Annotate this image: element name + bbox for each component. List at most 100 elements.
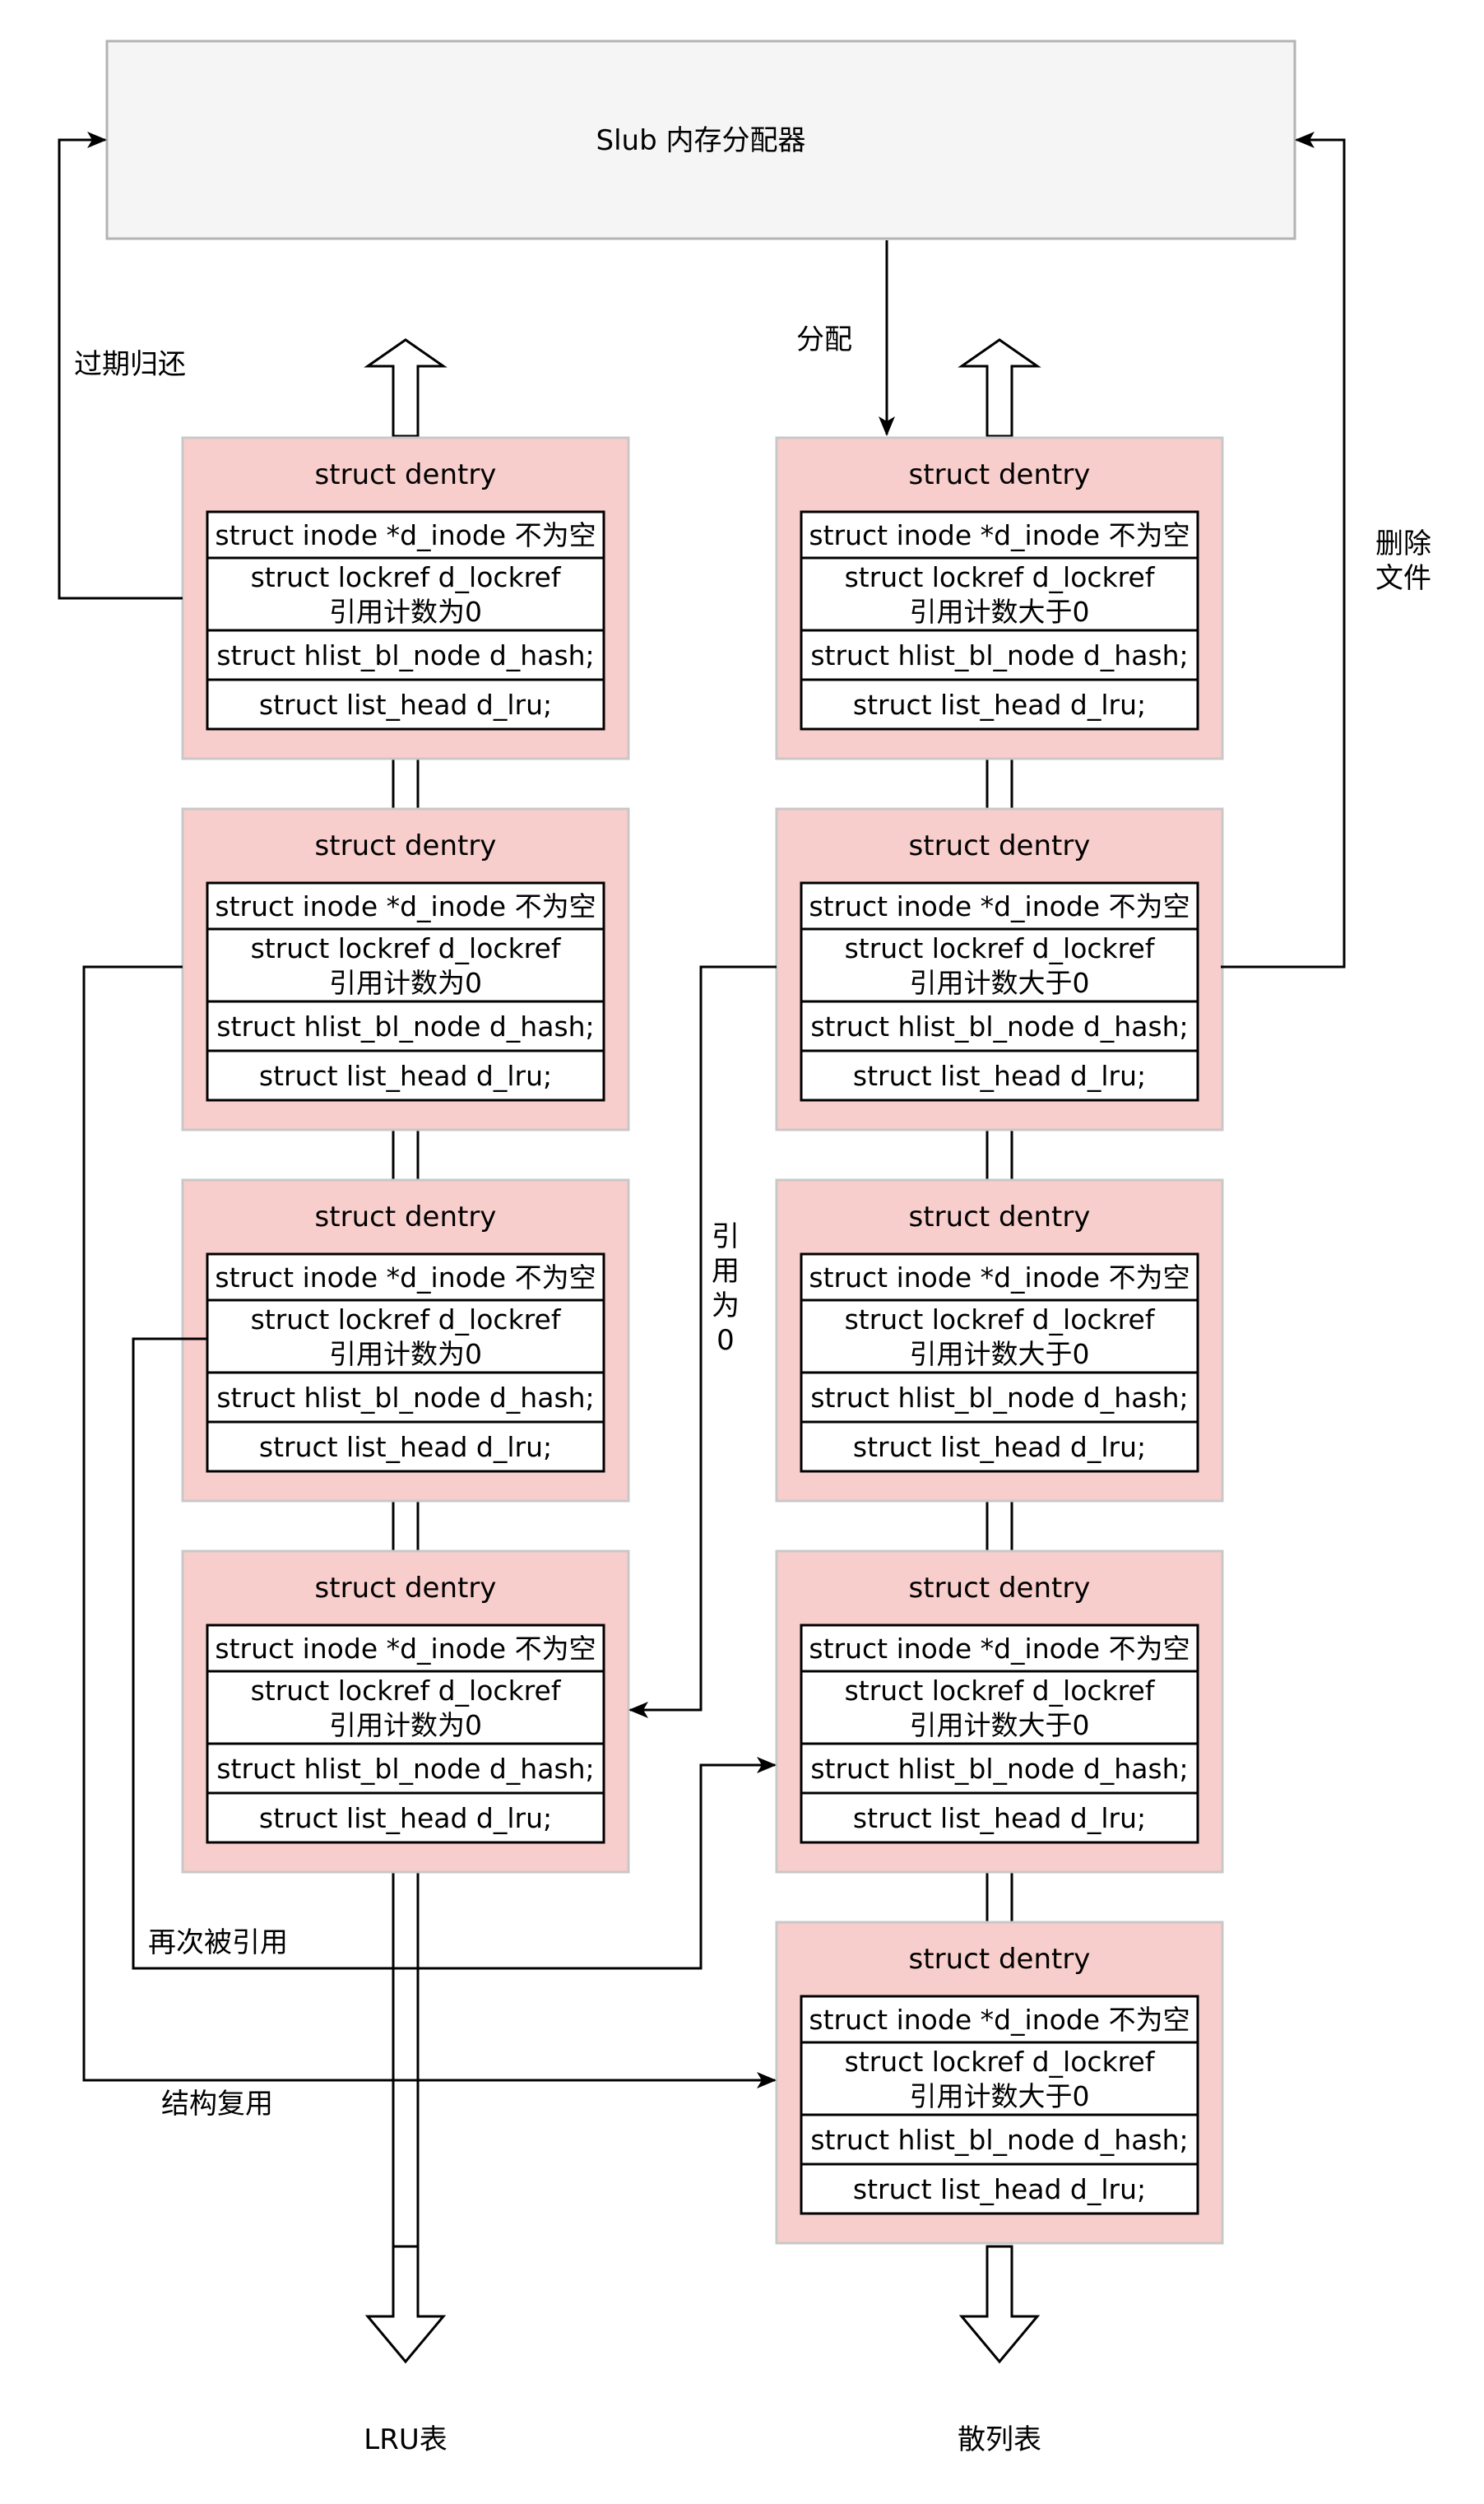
dentry-title: struct dentry: [315, 1572, 497, 1605]
field-text: struct inode *d_inode 不为空: [215, 1633, 596, 1665]
ref-zero-label-4: 0: [716, 1324, 735, 1357]
lru-list-bottom-arrow: [364, 2245, 447, 2364]
hash-dentry-5: struct dentry struct inode *d_inode 不为空 st…: [775, 1921, 1224, 2245]
referenced-again-label: 再次被引用: [148, 1926, 288, 1959]
d-hash-field: struct hlist_bl_node d_hash;: [206, 1000, 605, 1052]
slub-allocator-label: Slub 内存分配器: [596, 124, 806, 157]
field-text: 引用计数大于0: [910, 596, 1090, 628]
d-inode-field: struct inode *d_inode 不为空: [800, 1624, 1199, 1673]
field-text: struct inode *d_inode 不为空: [809, 890, 1190, 922]
d-lru-field: struct list_head d_lru;: [800, 1420, 1199, 1473]
field-text: struct list_head d_lru;: [259, 1431, 552, 1463]
d-inode-field: struct inode *d_inode 不为空: [206, 1624, 605, 1673]
dentry-title: struct dentry: [909, 1943, 1091, 1976]
d-lru-field: struct list_head d_lru;: [800, 1049, 1199, 1102]
field-text: struct lockref d_lockref: [845, 561, 1156, 593]
d-inode-field: struct inode *d_inode 不为空: [800, 1995, 1199, 2044]
field-text: struct inode *d_inode 不为空: [809, 1633, 1190, 1665]
field-text: struct lockref d_lockref: [845, 932, 1156, 964]
field-text: struct hlist_bl_node d_hash;: [216, 1753, 594, 1785]
field-text: struct inode *d_inode 不为空: [215, 519, 596, 551]
field-text: struct hlist_bl_node d_hash;: [216, 1382, 594, 1414]
dentry-title: struct dentry: [315, 829, 497, 862]
d-lru-field: struct list_head d_lru;: [206, 1791, 605, 1844]
d-inode-field: struct inode *d_inode 不为空: [800, 881, 1199, 931]
field-text: 引用计数为0: [329, 596, 482, 628]
field-text: 引用计数大于0: [910, 2080, 1090, 2112]
dentry-title: struct dentry: [315, 458, 497, 491]
d-hash-field: struct hlist_bl_node d_hash;: [206, 629, 605, 681]
field-text: struct list_head d_lru;: [853, 2173, 1146, 2205]
field-text: struct lockref d_lockref: [845, 1675, 1156, 1707]
field-text: struct lockref d_lockref: [845, 1303, 1156, 1336]
d-hash-field: struct hlist_bl_node d_hash;: [206, 1371, 605, 1424]
lru-dentry-1: struct dentry struct inode *d_inode 不为空 st…: [181, 436, 630, 760]
list-links: [392, 759, 1013, 2248]
slub-allocator-box: Slub 内存分配器: [105, 39, 1296, 240]
field-text: 引用计数大于0: [910, 967, 1090, 999]
hash-list-label: 散列表: [958, 2423, 1041, 2456]
d-lru-field: struct list_head d_lru;: [800, 678, 1199, 731]
hash-dentry-column: struct dentry struct inode *d_inode 不为空 st…: [775, 436, 1224, 2245]
hash-dentry-1: struct dentry struct inode *d_inode 不为空 st…: [775, 436, 1224, 760]
field-text: 引用计数大于0: [910, 1709, 1090, 1741]
field-text: struct hlist_bl_node d_hash;: [810, 1010, 1188, 1043]
dentry-title: struct dentry: [909, 458, 1091, 491]
d-inode-field: struct inode *d_inode 不为空: [800, 510, 1199, 560]
struct-reuse-edge: [82, 965, 777, 2088]
d-inode-field: struct inode *d_inode 不为空: [206, 510, 605, 560]
d-hash-field: struct hlist_bl_node d_hash;: [206, 1742, 605, 1795]
hash-list-bottom-arrow: [958, 2245, 1041, 2364]
referenced-again-edge: [132, 1337, 777, 1970]
field-text: struct list_head d_lru;: [853, 689, 1146, 721]
field-text: struct inode *d_inode 不为空: [809, 519, 1190, 551]
expire-return-edge: [58, 132, 183, 600]
field-text: struct hlist_bl_node d_hash;: [810, 639, 1188, 671]
field-text: struct inode *d_inode 不为空: [809, 2004, 1190, 2036]
field-text: struct hlist_bl_node d_hash;: [216, 639, 594, 671]
field-text: struct list_head d_lru;: [259, 689, 552, 721]
field-text: 引用计数大于0: [910, 1338, 1090, 1370]
lru-list-top-arrow: [364, 338, 448, 438]
allocate-label: 分配: [796, 323, 852, 356]
ref-zero-label-3: 为: [712, 1289, 740, 1322]
field-text: struct hlist_bl_node d_hash;: [216, 1010, 594, 1043]
d-lru-field: struct list_head d_lru;: [800, 2163, 1199, 2215]
d-hash-field: struct hlist_bl_node d_hash;: [800, 629, 1199, 681]
delete-file-label-line1: 删除: [1375, 527, 1431, 560]
field-text: struct lockref d_lockref: [251, 932, 562, 964]
field-text: 引用计数为0: [329, 967, 482, 999]
delete-file-edge: [1221, 132, 1346, 969]
delete-file-label-line2: 文件: [1375, 562, 1431, 595]
field-text: struct list_head d_lru;: [853, 1060, 1146, 1092]
d-lru-field: struct list_head d_lru;: [206, 1049, 605, 1102]
ref-zero-label-1: 引: [712, 1220, 740, 1253]
field-text: 引用计数为0: [329, 1709, 482, 1741]
d-hash-field: struct hlist_bl_node d_hash;: [800, 1742, 1199, 1795]
ref-zero-label-2: 用: [712, 1255, 740, 1288]
lru-dentry-column: struct dentry struct inode *d_inode 不为空 st…: [181, 436, 630, 1874]
d-hash-field: struct hlist_bl_node d_hash;: [800, 2113, 1199, 2166]
d-lru-field: struct list_head d_lru;: [800, 1791, 1199, 1844]
hash-list-top-arrow: [958, 338, 1041, 438]
field-text: struct inode *d_inode 不为空: [809, 1261, 1190, 1294]
field-text: struct hlist_bl_node d_hash;: [810, 2124, 1188, 2156]
field-text: struct inode *d_inode 不为空: [215, 1261, 596, 1294]
ref-zero-edge: [628, 965, 777, 1718]
field-text: struct lockref d_lockref: [251, 1303, 562, 1336]
field-text: struct lockref d_lockref: [251, 1675, 562, 1707]
field-text: struct lockref d_lockref: [251, 561, 562, 593]
